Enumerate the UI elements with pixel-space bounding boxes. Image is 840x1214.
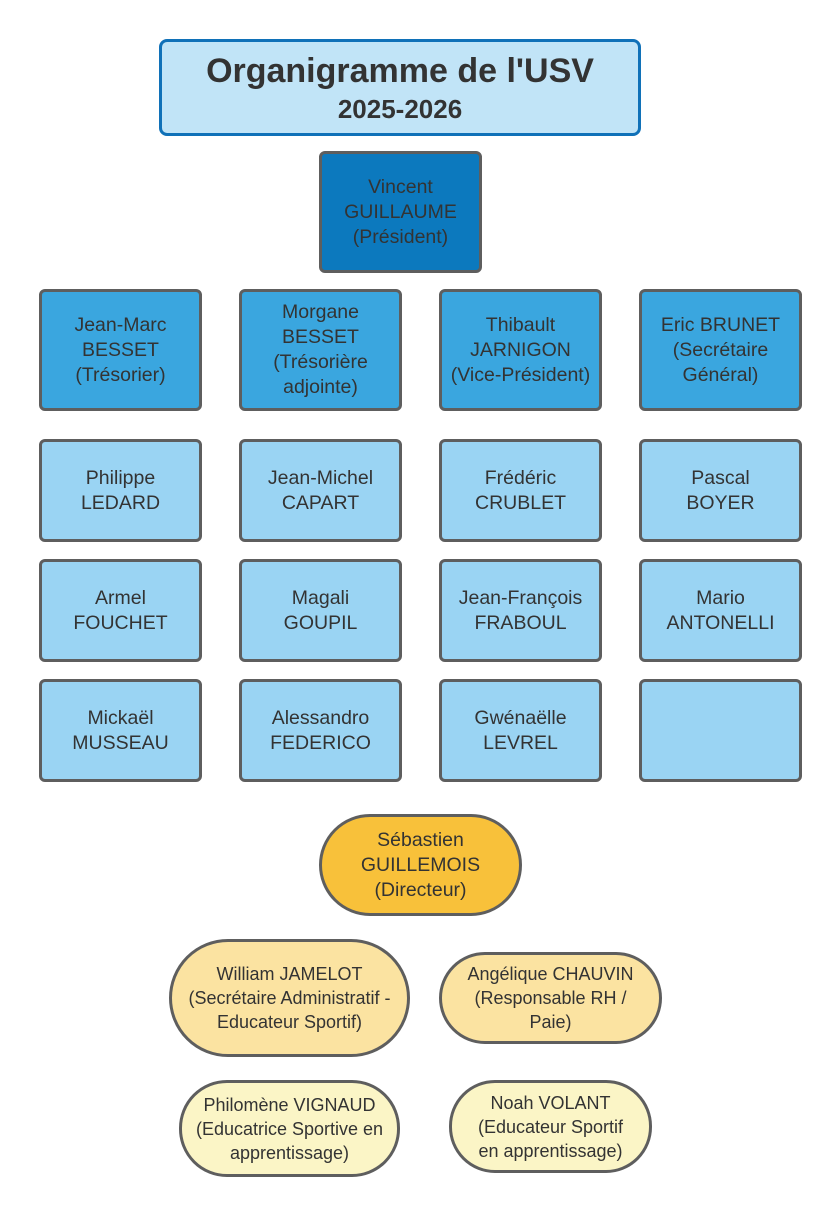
chart-title: Organigramme de l'USV: [206, 51, 594, 90]
node-directeur: Sébastien GUILLEMOIS (Directeur): [319, 814, 522, 916]
node-secretaire-general: Eric BRUNET (Secrétaire Général): [639, 289, 802, 411]
node-staff-secretaire-administratif: William JAMELOT (Secrétaire Administrati…: [169, 939, 410, 1057]
node-member: Gwénaëlle LEVREL: [439, 679, 602, 782]
node-staff-educateur-apprenti: Noah VOLANT (Educateur Sportif en appren…: [449, 1080, 652, 1173]
node-member: Magali GOUPIL: [239, 559, 402, 662]
node-tresorier: Jean-Marc BESSET (Trésorier): [39, 289, 202, 411]
node-member: Alessandro FEDERICO: [239, 679, 402, 782]
node-staff-responsable-rh: Angélique CHAUVIN (Responsable RH / Paie…: [439, 952, 662, 1044]
node-member: Frédéric CRUBLET: [439, 439, 602, 542]
title-box: Organigramme de l'USV 2025-2026: [159, 39, 641, 136]
node-member: Jean-Michel CAPART: [239, 439, 402, 542]
node-member: Jean-François FRABOUL: [439, 559, 602, 662]
node-tresoriere-adjointe: Morgane BESSET (Trésorière adjointe): [239, 289, 402, 411]
node-member-empty: [639, 679, 802, 782]
chart-subtitle-season: 2025-2026: [337, 93, 463, 124]
node-member: Mario ANTONELLI: [639, 559, 802, 662]
node-member: Pascal BOYER: [639, 439, 802, 542]
node-president: Vincent GUILLAUME (Président): [319, 151, 482, 273]
node-vice-president: Thibault JARNIGON (Vice-Président): [439, 289, 602, 411]
node-staff-educatrice-apprentie: Philomène VIGNAUD (Educatrice Sportive e…: [179, 1080, 400, 1177]
node-member: Philippe LEDARD: [39, 439, 202, 542]
node-member: Mickaël MUSSEAU: [39, 679, 202, 782]
node-member: Armel FOUCHET: [39, 559, 202, 662]
